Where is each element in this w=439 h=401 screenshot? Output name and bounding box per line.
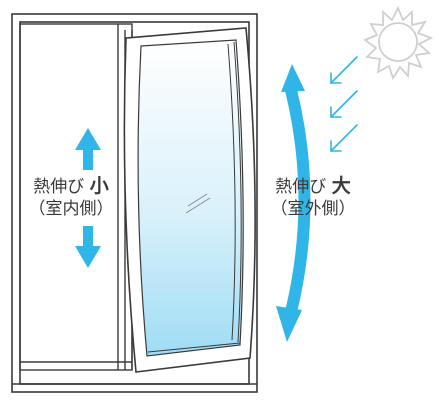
outer-heading: 熱伸び [275, 177, 327, 197]
small-expansion-arrow [75, 128, 101, 268]
large-expansion-arrow [276, 64, 311, 342]
inner-size: 小 [89, 175, 109, 197]
outer-size: 大 [331, 175, 351, 197]
outer-sash [123, 27, 256, 373]
glass-pane [137, 39, 244, 357]
inner-expansion-label: 熱伸び 小 （室内側） [21, 175, 121, 220]
outer-side: （室外側） [270, 199, 356, 219]
outer-expansion-label: 熱伸び 大 （室外側） [263, 175, 363, 220]
sunlight-ray-icon [330, 56, 358, 152]
inner-heading: 熱伸び [33, 177, 85, 197]
sun-icon [363, 5, 434, 81]
inner-side: （室内側） [28, 199, 114, 219]
